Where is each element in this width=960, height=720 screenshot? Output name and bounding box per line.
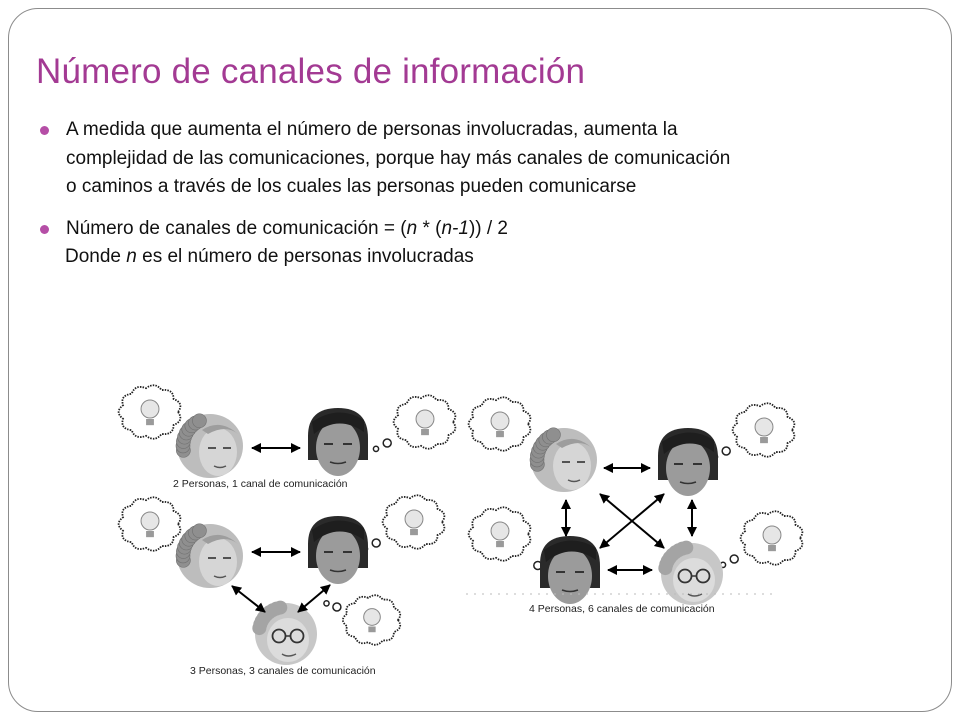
formula-line: Número de canales de comunicación = (n *… xyxy=(66,215,920,244)
caption-two-people: 2 Personas, 1 canal de comunicación xyxy=(173,478,348,490)
bullet-list: A medida que aumenta el número de person… xyxy=(40,116,920,285)
communication-channel-arrow xyxy=(297,584,331,613)
thought-cloud-icon xyxy=(323,594,402,646)
note-var-n: n xyxy=(126,246,137,267)
woman-face-icon xyxy=(175,413,243,478)
woman-face-icon xyxy=(529,427,597,492)
thought-cloud-icon xyxy=(372,394,457,453)
slide-title: Número de canales de información xyxy=(36,52,586,91)
formula-var-n-minus-1: n-1 xyxy=(441,217,469,239)
woman-face-icon xyxy=(175,523,243,588)
bullet-complexity: A medida que aumenta el número de person… xyxy=(40,116,920,202)
man-face-icon xyxy=(540,536,600,604)
formula-var-n: n xyxy=(406,217,418,239)
thought-cloud-icon xyxy=(467,506,553,578)
elder-face-icon xyxy=(658,540,723,605)
note-prefix: Donde xyxy=(65,246,127,267)
thought-cloud-icon xyxy=(719,510,804,569)
formula-prefix: Número de canales de comunicación = ( xyxy=(66,217,407,239)
caption-three-people: 3 Personas, 3 canales de comunicación xyxy=(190,665,376,677)
bullet-line-1: A medida que aumenta el número de person… xyxy=(66,119,678,140)
formula-suffix: )) / 2 xyxy=(468,217,508,239)
man-face-icon xyxy=(308,516,368,584)
caption-four-people: 4 Personas, 6 canales de comunicación xyxy=(529,603,715,615)
formula-note: Donde n es el número de personas involuc… xyxy=(65,243,920,272)
communication-channel-arrow xyxy=(599,493,665,549)
thought-cloud-icon xyxy=(361,494,446,553)
man-face-icon xyxy=(658,428,718,496)
man-face-icon xyxy=(308,408,368,476)
communication-channel-arrow xyxy=(231,585,266,613)
formula-mid: * ( xyxy=(417,217,442,239)
bullet-formula: Número de canales de comunicación = (n *… xyxy=(40,215,920,272)
bullet-dot xyxy=(40,126,49,135)
thought-cloud-icon xyxy=(711,402,796,461)
bullet-dot xyxy=(40,224,49,234)
bullet-line-3: o caminos a través de los cuales las per… xyxy=(66,176,637,197)
note-suffix: es el número de personas involucradas xyxy=(136,246,474,267)
slide-frame xyxy=(8,8,952,712)
bullet-line-2: complejidad de las comunicaciones, porqu… xyxy=(66,147,731,169)
elder-face-icon xyxy=(252,600,317,665)
